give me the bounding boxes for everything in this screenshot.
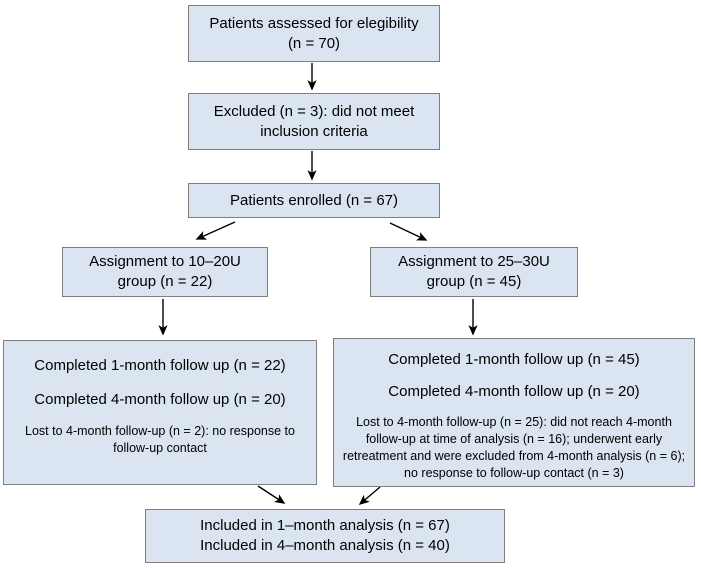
box-text-line: Patients enrolled (n = 67): [229, 191, 399, 209]
arrow-detail-left-to-final: [257, 485, 286, 504]
lost-followup-text: Lost to 4-month follow-up (n = 25): did …: [342, 414, 686, 480]
box-text-line: inclusion criteria: [260, 122, 368, 140]
box-text-line: Excluded (n = 3): did not meet: [213, 102, 415, 120]
box-assignment-10-20u: Assignment to 10–20U group (n = 22): [62, 247, 268, 297]
completed-1month-text: Completed 1-month follow up (n = 22): [34, 357, 286, 374]
arrow-detail-right-to-final: [358, 486, 381, 506]
box-text-line: Assignment to 25–30U: [398, 253, 550, 271]
box-text-line: Included in 4–month analysis (n = 40): [200, 537, 450, 554]
box-followup-25-30u: Completed 1-month follow up (n = 45) Com…: [333, 338, 695, 487]
completed-4month-text: Completed 4-month follow up (n = 20): [388, 382, 640, 400]
box-text-line: group (n = 22): [117, 273, 213, 290]
box-text-line: (n = 70): [287, 34, 341, 52]
completed-4month-text: Completed 4-month follow up (n = 20): [34, 390, 286, 408]
box-patients-enrolled: Patients enrolled (n = 67): [188, 183, 440, 218]
arrow-enrolled-to-group-left: [195, 221, 236, 240]
lost-followup-text: Lost to 4-month follow-up (n = 2): no re…: [25, 423, 295, 455]
box-patients-assessed: Patients assessed for elegibility (n = 7…: [188, 5, 440, 62]
completed-1month-text: Completed 1-month follow up (n = 45): [388, 351, 640, 368]
box-text-line: Included in 1–month analysis (n = 67): [200, 517, 450, 535]
box-included-in-analysis: Included in 1–month analysis (n = 67) In…: [145, 509, 505, 563]
box-text-line: group (n = 45): [426, 273, 522, 290]
box-text-line: Patients assessed for elegibility: [209, 14, 419, 32]
box-text-line: Assignment to 10–20U: [89, 253, 241, 271]
box-assignment-25-30u: Assignment to 25–30U group (n = 45): [370, 247, 578, 297]
box-followup-10-20u: Completed 1-month follow up (n = 22) Com…: [3, 340, 317, 485]
arrow-enrolled-to-group-right: [389, 222, 428, 241]
box-excluded: Excluded (n = 3): did not meet inclusion…: [188, 93, 440, 150]
